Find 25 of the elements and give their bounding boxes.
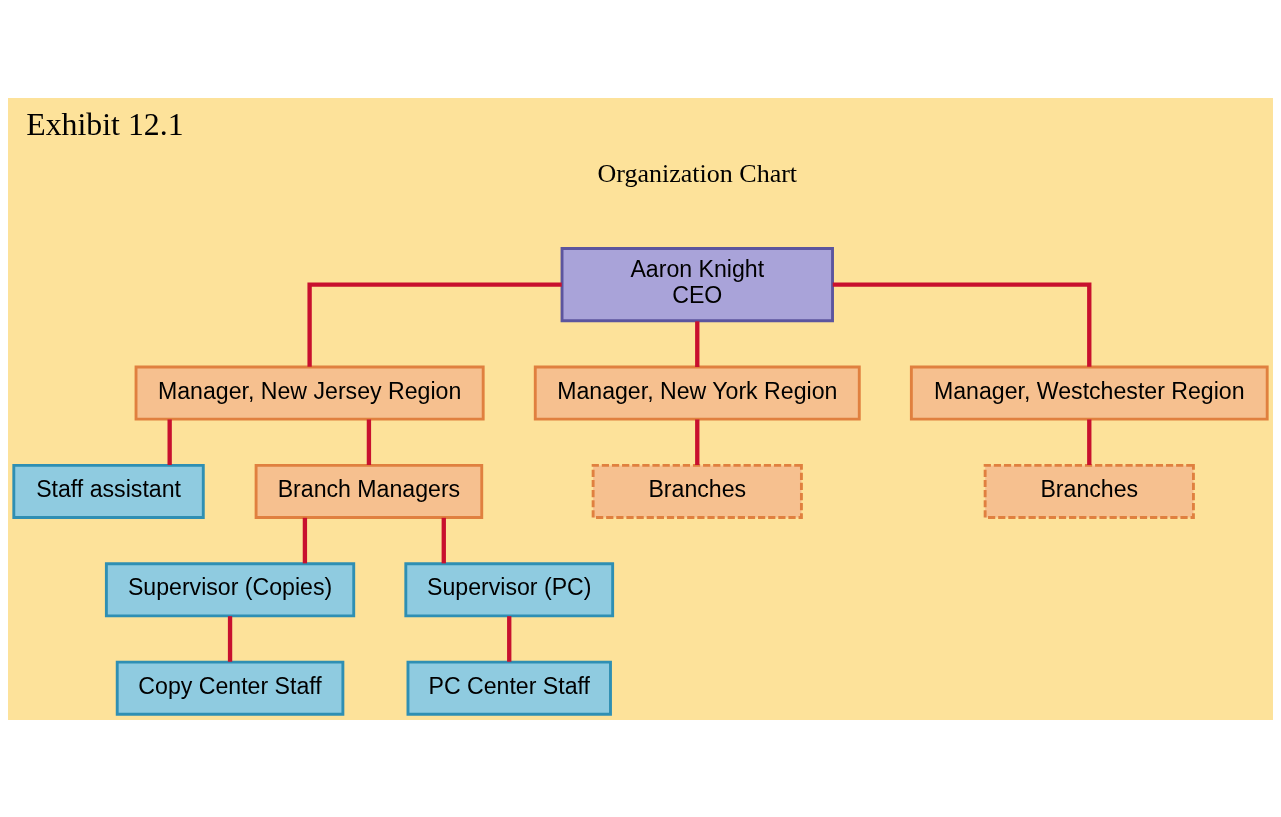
- connector: [832, 281, 1092, 367]
- diagram-title: Exhibit 12.1: [26, 106, 184, 142]
- node-box: Manager, New York Region: [533, 365, 861, 421]
- node-box: Staff assistant: [12, 463, 205, 519]
- node-box: Branches: [983, 463, 1195, 519]
- connector: [1087, 418, 1092, 465]
- node-box: Branch Managers: [254, 463, 484, 519]
- connector: [227, 615, 233, 662]
- node-box: Supervisor (Copies): [104, 561, 356, 617]
- node-box: Copy Center Staff: [115, 660, 345, 716]
- connector: [167, 418, 172, 465]
- connector: [695, 418, 700, 465]
- node-box: Manager, Westchester Region: [909, 365, 1269, 421]
- node-box: Manager, New Jersey Region: [134, 365, 485, 421]
- connector: [307, 281, 562, 367]
- node-box: Branches: [591, 463, 803, 519]
- connector: [302, 517, 308, 563]
- connector: [441, 517, 446, 563]
- connector: [507, 615, 512, 662]
- connector: [695, 320, 700, 367]
- node-box: Supervisor (PC): [404, 561, 615, 617]
- connector: [366, 418, 372, 465]
- node-box: Aaron Knight CEO: [560, 246, 834, 322]
- label: Organization Chart: [597, 158, 798, 188]
- node-box: PC Center Staff: [406, 660, 612, 716]
